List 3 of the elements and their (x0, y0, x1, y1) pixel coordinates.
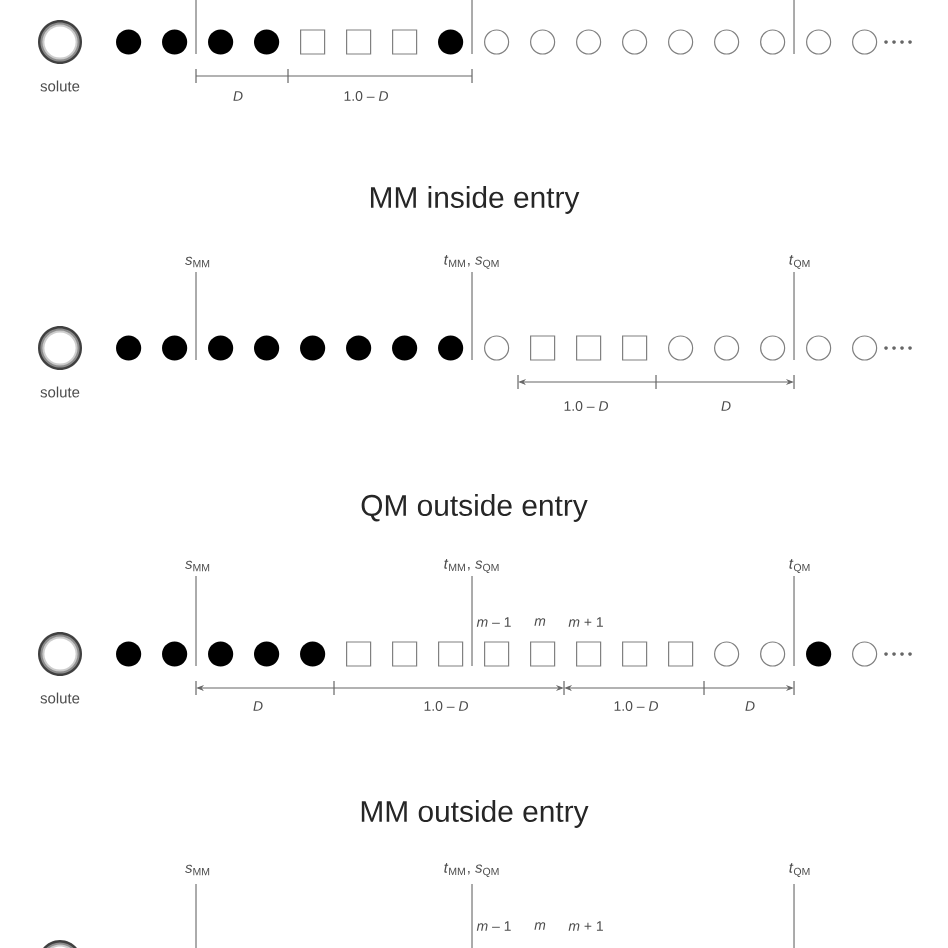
panel-title: MM inside entry (371, 186, 580, 214)
panel-title: QM outside entry (361, 494, 588, 522)
panel-title: MM outside entry (361, 800, 589, 828)
